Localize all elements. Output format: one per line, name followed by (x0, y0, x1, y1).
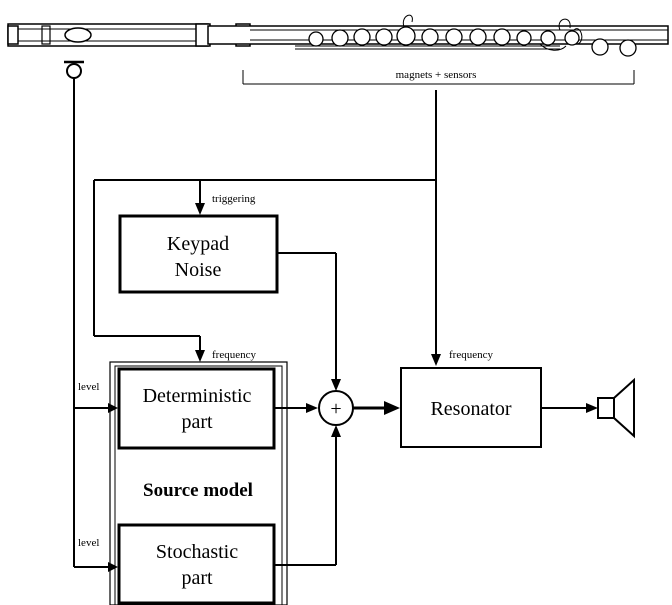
stochastic-label-1: Stochastic (156, 541, 238, 563)
flute-icon (8, 15, 668, 56)
pickup-sensor-icon (64, 62, 84, 78)
resonator-label: Resonator (430, 398, 511, 420)
frequency-label-source: frequency (212, 349, 256, 361)
source-model-label: Source model (143, 480, 253, 501)
level-label-stochastic: level (78, 537, 99, 549)
stochastic-part-block (119, 525, 274, 603)
deterministic-label-2: part (181, 411, 213, 433)
deterministic-label-1: Deterministic (143, 385, 252, 407)
frequency-label-resonator: frequency (449, 349, 493, 361)
keypad-noise-label-2: Noise (175, 259, 222, 281)
level-label-deterministic: level (78, 381, 99, 393)
sum-symbol: + (330, 398, 341, 420)
keypad-noise-label-1: Keypad (167, 233, 229, 255)
speaker-icon (598, 380, 634, 436)
magnets-sensors-label: magnets + sensors (396, 69, 477, 81)
deterministic-part-block (119, 369, 274, 448)
triggering-label: triggering (212, 193, 256, 205)
stochastic-label-2: part (181, 567, 213, 589)
